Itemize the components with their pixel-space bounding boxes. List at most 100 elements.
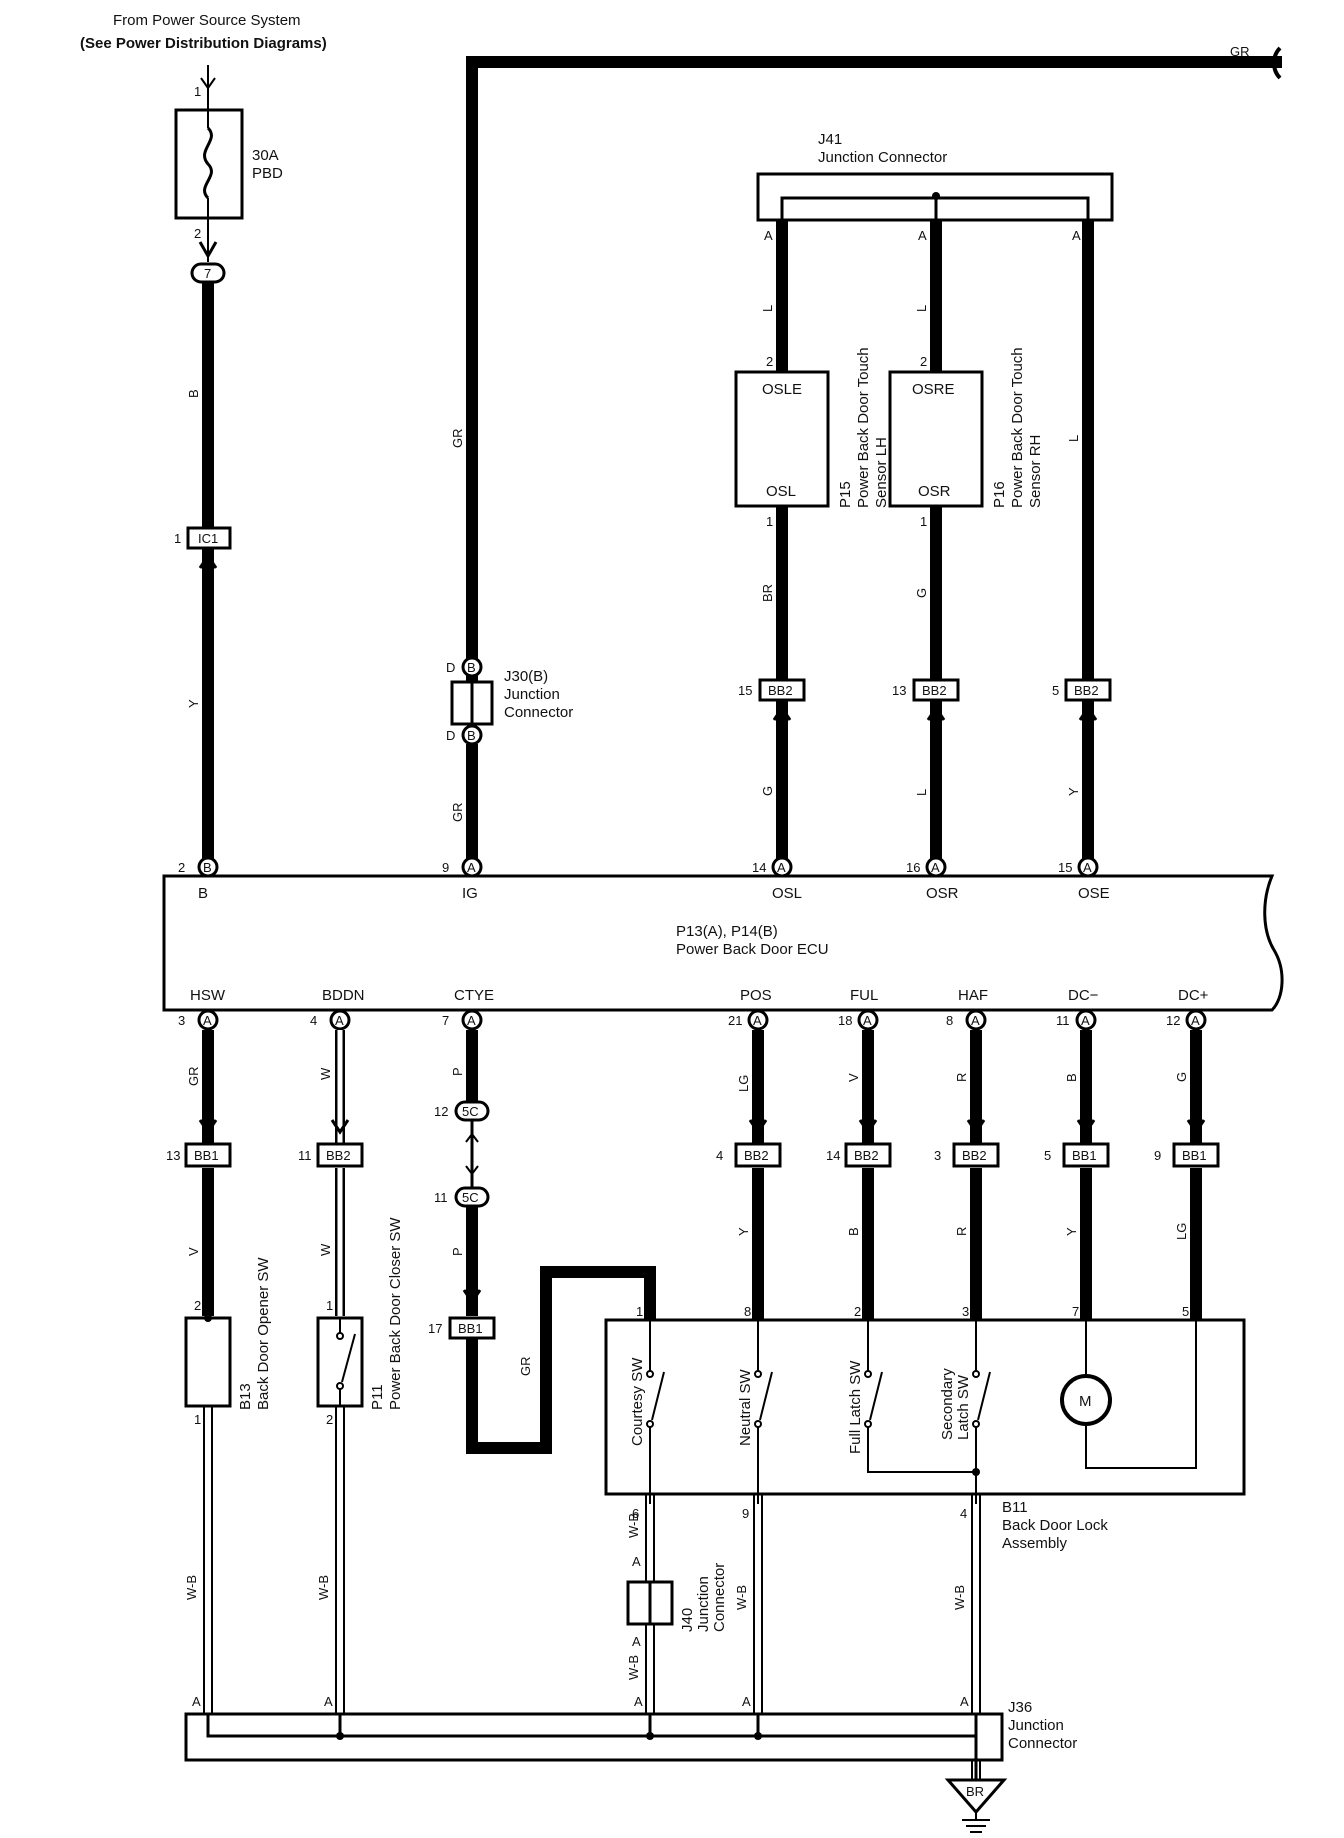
- fuse-pin-in: 1: [194, 84, 201, 99]
- bb-lower-pin-1: 11: [298, 1148, 312, 1163]
- connector-ic1: IC1 1: [174, 526, 232, 569]
- connector-5c-label-a: 5C: [462, 1104, 479, 1119]
- bb2-upper-3-pin: 5: [1052, 683, 1059, 698]
- ecu-top-terminal-3: [925, 856, 947, 878]
- wire-label-gr-courtesy: GR: [518, 1357, 533, 1377]
- b11-bottom-pin-4: 4: [960, 1506, 967, 1521]
- j30-desc1: Junction: [504, 686, 560, 703]
- ecu-bottom-terminal-0: [197, 1009, 219, 1031]
- bb-lower-pin-4: 3: [934, 1148, 941, 1163]
- b11-top-pin-0: 1: [636, 1304, 643, 1319]
- b13-pin-bottom: 1: [194, 1412, 201, 1427]
- secondary-latch-sw: Secondary Latch SW: [939, 1320, 991, 1504]
- header-line-1: From Power Source System: [113, 12, 301, 29]
- ecu-bottom-conn-2: A: [467, 1013, 476, 1028]
- wire-label-g-2: G: [760, 786, 775, 796]
- ecu-top-name-4: OSE: [1078, 885, 1110, 902]
- ecu-top-conn-2: A: [777, 860, 786, 875]
- connector-bb1-17: BB1 17: [428, 1289, 496, 1340]
- ecu-bottom-pin-3: 21: [728, 1013, 742, 1028]
- sensor-rh-bottom: OSR: [918, 483, 951, 500]
- b11-desc1: Back Door Lock: [1002, 1517, 1108, 1534]
- sensor-lh-id: P15: [837, 481, 854, 508]
- connector-bb1-17-name: BB1: [458, 1321, 483, 1336]
- ecu-top-terminal-1: [461, 856, 483, 878]
- wire-label-y: Y: [186, 699, 201, 708]
- j40-pin-top: A: [632, 1554, 641, 1569]
- bb-lower-name-3: BB2: [854, 1148, 879, 1163]
- motor: M: [1060, 1320, 1197, 1469]
- wire-label-gr-low: GR: [450, 803, 465, 823]
- wire-label-y-3: Y: [736, 1227, 751, 1236]
- wire-label-l-1: L: [760, 305, 775, 312]
- connector-7: 7: [190, 262, 226, 284]
- j36-pin-5: A: [960, 1694, 969, 1709]
- bb-lower-arrow-1: [330, 1119, 350, 1135]
- ecu-bottom-conn-5: A: [971, 1013, 980, 1028]
- wire-label-l-4: L: [914, 789, 929, 796]
- wire-label-r-1: R: [954, 1073, 969, 1082]
- wire-label-wb-4: W-B: [626, 1655, 641, 1680]
- ecu-bottom-terminal-2: [461, 1009, 483, 1031]
- j40-id: J40: [679, 1608, 696, 1632]
- ground-symbol: BR: [944, 1760, 1008, 1833]
- ecu-top-pin-4: 15: [1058, 860, 1072, 875]
- bb-lower-box-2: [734, 1142, 782, 1168]
- ecu-bottom-name-6: DC−: [1068, 987, 1099, 1004]
- wire-label-gr-top: GR: [1230, 44, 1250, 59]
- bb-lower-box-5: [1062, 1142, 1110, 1168]
- ecu-bottom-conn-7: A: [1191, 1013, 1200, 1028]
- sensor-rh-pin-top: 2: [920, 354, 927, 369]
- j30-letter-bottom: B: [467, 728, 476, 743]
- sensor-rh-pin-bottom: 1: [920, 514, 927, 529]
- bb2-upper-2-pin: 13: [892, 683, 906, 698]
- j36-pin-4: A: [742, 1694, 751, 1709]
- b11-bottom-pin-6: 6: [632, 1506, 639, 1521]
- j41-desc: Junction Connector: [818, 149, 947, 166]
- bb-lower-pin-2: 4: [716, 1148, 723, 1163]
- b11-top-pin-4: 7: [1072, 1304, 1079, 1319]
- ecu-top-name-3: OSR: [926, 885, 959, 902]
- ecu-top-conn-4: A: [1083, 860, 1092, 875]
- j41-pin-3: A: [1072, 228, 1081, 243]
- bb-lower-arrow-0: [198, 1119, 218, 1135]
- ecu-top-pin-2: 14: [752, 860, 766, 875]
- fuse-rating: 30A: [252, 147, 279, 164]
- wire-label-p-1: P: [450, 1067, 465, 1076]
- p11-pin-top: 1: [326, 1298, 333, 1313]
- connector-5c-pin-a: 12: [434, 1104, 448, 1119]
- courtesy-sw-label: Courtesy SW: [629, 1357, 646, 1446]
- wire-label-g-3: G: [1174, 1072, 1189, 1082]
- wire-label-v-3: Y: [1064, 1227, 1079, 1236]
- bb2-upper-1-name: BB2: [768, 683, 793, 698]
- sensor-rh-top: OSRE: [912, 381, 955, 398]
- connector-ic1-label: IC1: [198, 531, 218, 546]
- bb-lower-box-1: [316, 1142, 364, 1168]
- ecu-bottom-terminal-6: [1075, 1009, 1097, 1031]
- wire-gr-courtesy: [466, 1266, 656, 1454]
- motor-label: M: [1079, 1393, 1092, 1410]
- ecu-bottom-name-7: DC+: [1178, 987, 1209, 1004]
- connector-5c: 5C 12 5C 11: [434, 1100, 490, 1208]
- bb-lower-name-5: BB1: [1072, 1148, 1097, 1163]
- j41-junction-connector: J41 Junction Connector A A A: [756, 131, 1114, 243]
- wire-label-wb-1: W-B: [184, 1575, 199, 1600]
- ground-wires: [203, 1406, 981, 1714]
- ecu-bottom-terminal-4: [857, 1009, 879, 1031]
- j30-desc2: Connector: [504, 704, 573, 721]
- wire-label-l-3: L: [1066, 435, 1081, 442]
- ecu-bottom-pin-4: 18: [838, 1013, 852, 1028]
- ecu-bottom-name-1: BDDN: [322, 987, 365, 1004]
- j36-pin-2: A: [324, 1694, 333, 1709]
- ecu-bottom-pin-6: 11: [1056, 1013, 1070, 1028]
- ecu-bottom-name-2: CTYE: [454, 987, 494, 1004]
- ecu-bottom-terminal-7: [1185, 1009, 1207, 1031]
- ecu-bottom-terminal-3: [747, 1009, 769, 1031]
- b13-desc: Back Door Opener SW: [255, 1257, 272, 1410]
- ecu-bottom-name-5: HAF: [958, 987, 988, 1004]
- p11-id: P11: [369, 1384, 386, 1410]
- ecu-bottom-conn-1: A: [335, 1013, 344, 1028]
- b13-id: B13: [237, 1383, 254, 1410]
